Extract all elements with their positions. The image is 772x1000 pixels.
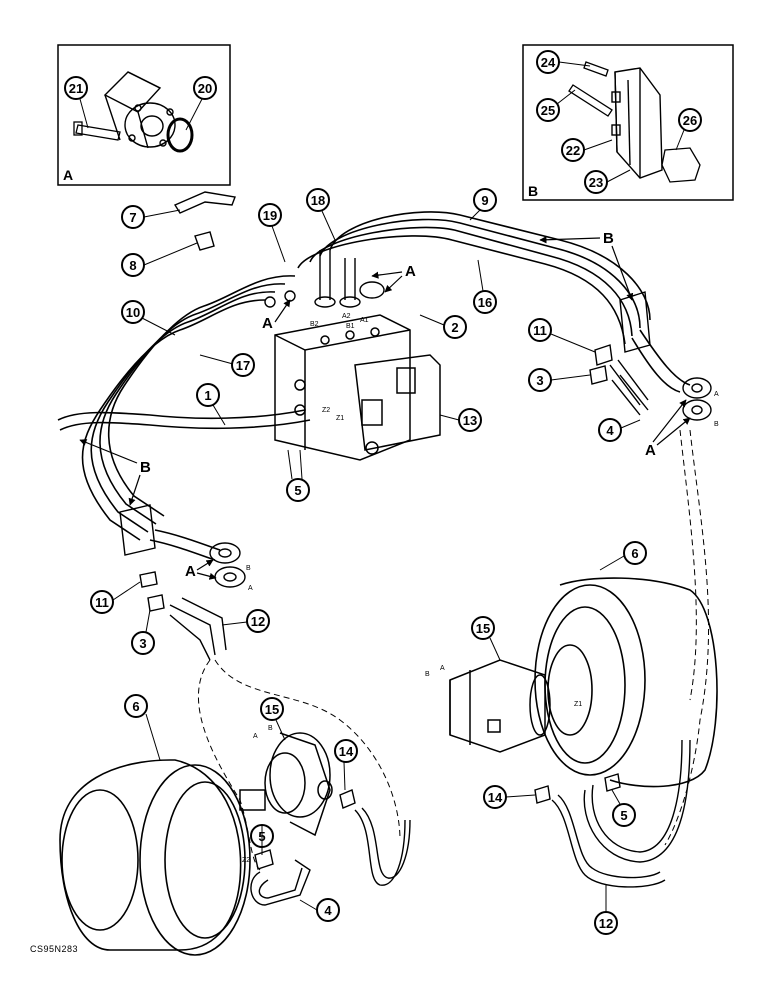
port-z2-motor: Z2 (242, 857, 250, 864)
port-motor-left-a: A (253, 733, 258, 740)
callout-17: 17 (236, 358, 250, 373)
callout-22: 22 (566, 143, 580, 158)
callout-26: 26 (683, 113, 697, 128)
bolt-part-24 (583, 61, 609, 77)
callout-4-right: 4 (606, 423, 614, 438)
callout-9: 9 (481, 193, 488, 208)
label-a-right: A (645, 442, 656, 459)
dashed-hose-routes (198, 429, 710, 871)
valve-top-fittings (264, 250, 385, 308)
callout-8: 8 (129, 258, 136, 273)
callout-5-valve: 5 (294, 483, 301, 498)
tee-fitting-8 (194, 231, 215, 251)
callout-14-right: 14 (488, 790, 503, 805)
label-b-top: B (603, 230, 614, 247)
callout-7: 7 (129, 210, 136, 225)
callout-21: 21 (69, 81, 83, 96)
bolt-part-21 (73, 121, 121, 141)
callout-15-left: 15 (265, 702, 279, 717)
port-motor-left-b: B (268, 725, 273, 732)
callout-23: 23 (589, 175, 603, 190)
callout-12-right: 12 (599, 916, 613, 931)
callout-24: 24 (541, 55, 556, 70)
port-flange-left-a: A (248, 585, 253, 592)
callout-11-right: 11 (533, 323, 547, 338)
callout-19: 19 (263, 208, 277, 223)
callout-5-right: 5 (620, 808, 627, 823)
hydraulic-tubes (57, 211, 691, 561)
callout-18: 18 (311, 193, 325, 208)
callout-4-left: 4 (324, 903, 332, 918)
drawing-reference-code: CS95N283 (30, 944, 79, 954)
port-motor-right-a: A (440, 665, 445, 672)
port-flange-right-b: B (714, 421, 719, 428)
right-flange-group (589, 291, 712, 421)
leader-lines (79, 61, 685, 912)
port-a2: A2 (342, 313, 351, 320)
valve-label-a-left: A (262, 315, 273, 332)
valve-label-a-right: A (405, 263, 416, 280)
letter-labels: A B A A B A B A (63, 167, 656, 580)
flange-adapter-part (103, 71, 176, 149)
port-z1-motor: Z1 (574, 701, 582, 708)
letter-arrows (79, 236, 691, 580)
port-a1: A1 (360, 317, 369, 324)
callout-5-left: 5 (258, 829, 265, 844)
callout-16: 16 (478, 295, 492, 310)
callout-labels: 21 20 24 25 22 23 26 7 8 19 18 9 10 17 1… (69, 55, 697, 931)
callout-6-left: 6 (132, 699, 139, 714)
left-flange-group (119, 504, 246, 588)
port-motor-right-b: B (425, 671, 430, 678)
port-labels: B2 A2 B1 A1 Z2 Z1 Z2 Z1 A B A B A B B A (242, 313, 719, 864)
port-b1: B1 (346, 323, 355, 330)
callout-2: 2 (451, 320, 458, 335)
callout-1: 1 (204, 388, 211, 403)
left-hose-assembly (139, 571, 227, 661)
port-flange-left-b: B (246, 565, 251, 572)
callout-14-left: 14 (339, 744, 354, 759)
right-lower-hoses (534, 739, 691, 888)
left-final-drive (59, 759, 251, 956)
callout-11-left: 11 (95, 595, 109, 610)
port-z2: Z2 (322, 407, 330, 414)
callout-12-left: 12 (251, 614, 265, 629)
left-lower-hoses (250, 789, 411, 906)
nut-plate-part-26 (661, 147, 701, 183)
elbow-fitting-7 (173, 191, 236, 214)
inset-label-a: A (63, 167, 73, 183)
inset-box-a (57, 44, 231, 186)
label-a-left: A (185, 563, 196, 580)
inset-box-b (522, 44, 734, 201)
clamp-block-part (611, 67, 663, 179)
callout-3-left: 3 (139, 636, 146, 651)
callout-6-right: 6 (631, 546, 638, 561)
callout-10: 10 (126, 305, 140, 320)
port-z1: Z1 (336, 415, 344, 422)
bolt-part-25 (568, 84, 613, 117)
callout-15-right: 15 (476, 621, 490, 636)
callout-3-right: 3 (536, 373, 543, 388)
callout-13: 13 (463, 413, 477, 428)
control-valve-assembly (274, 314, 441, 461)
o-ring-part-20 (166, 117, 194, 153)
label-b-left: B (140, 459, 151, 476)
port-flange-right-a: A (714, 391, 719, 398)
left-hydraulic-motor (239, 732, 333, 837)
callout-20: 20 (198, 81, 212, 96)
callouts (64, 50, 702, 935)
inset-label-b: B (528, 183, 538, 199)
port-b2: B2 (310, 321, 319, 328)
callout-25: 25 (541, 103, 555, 118)
